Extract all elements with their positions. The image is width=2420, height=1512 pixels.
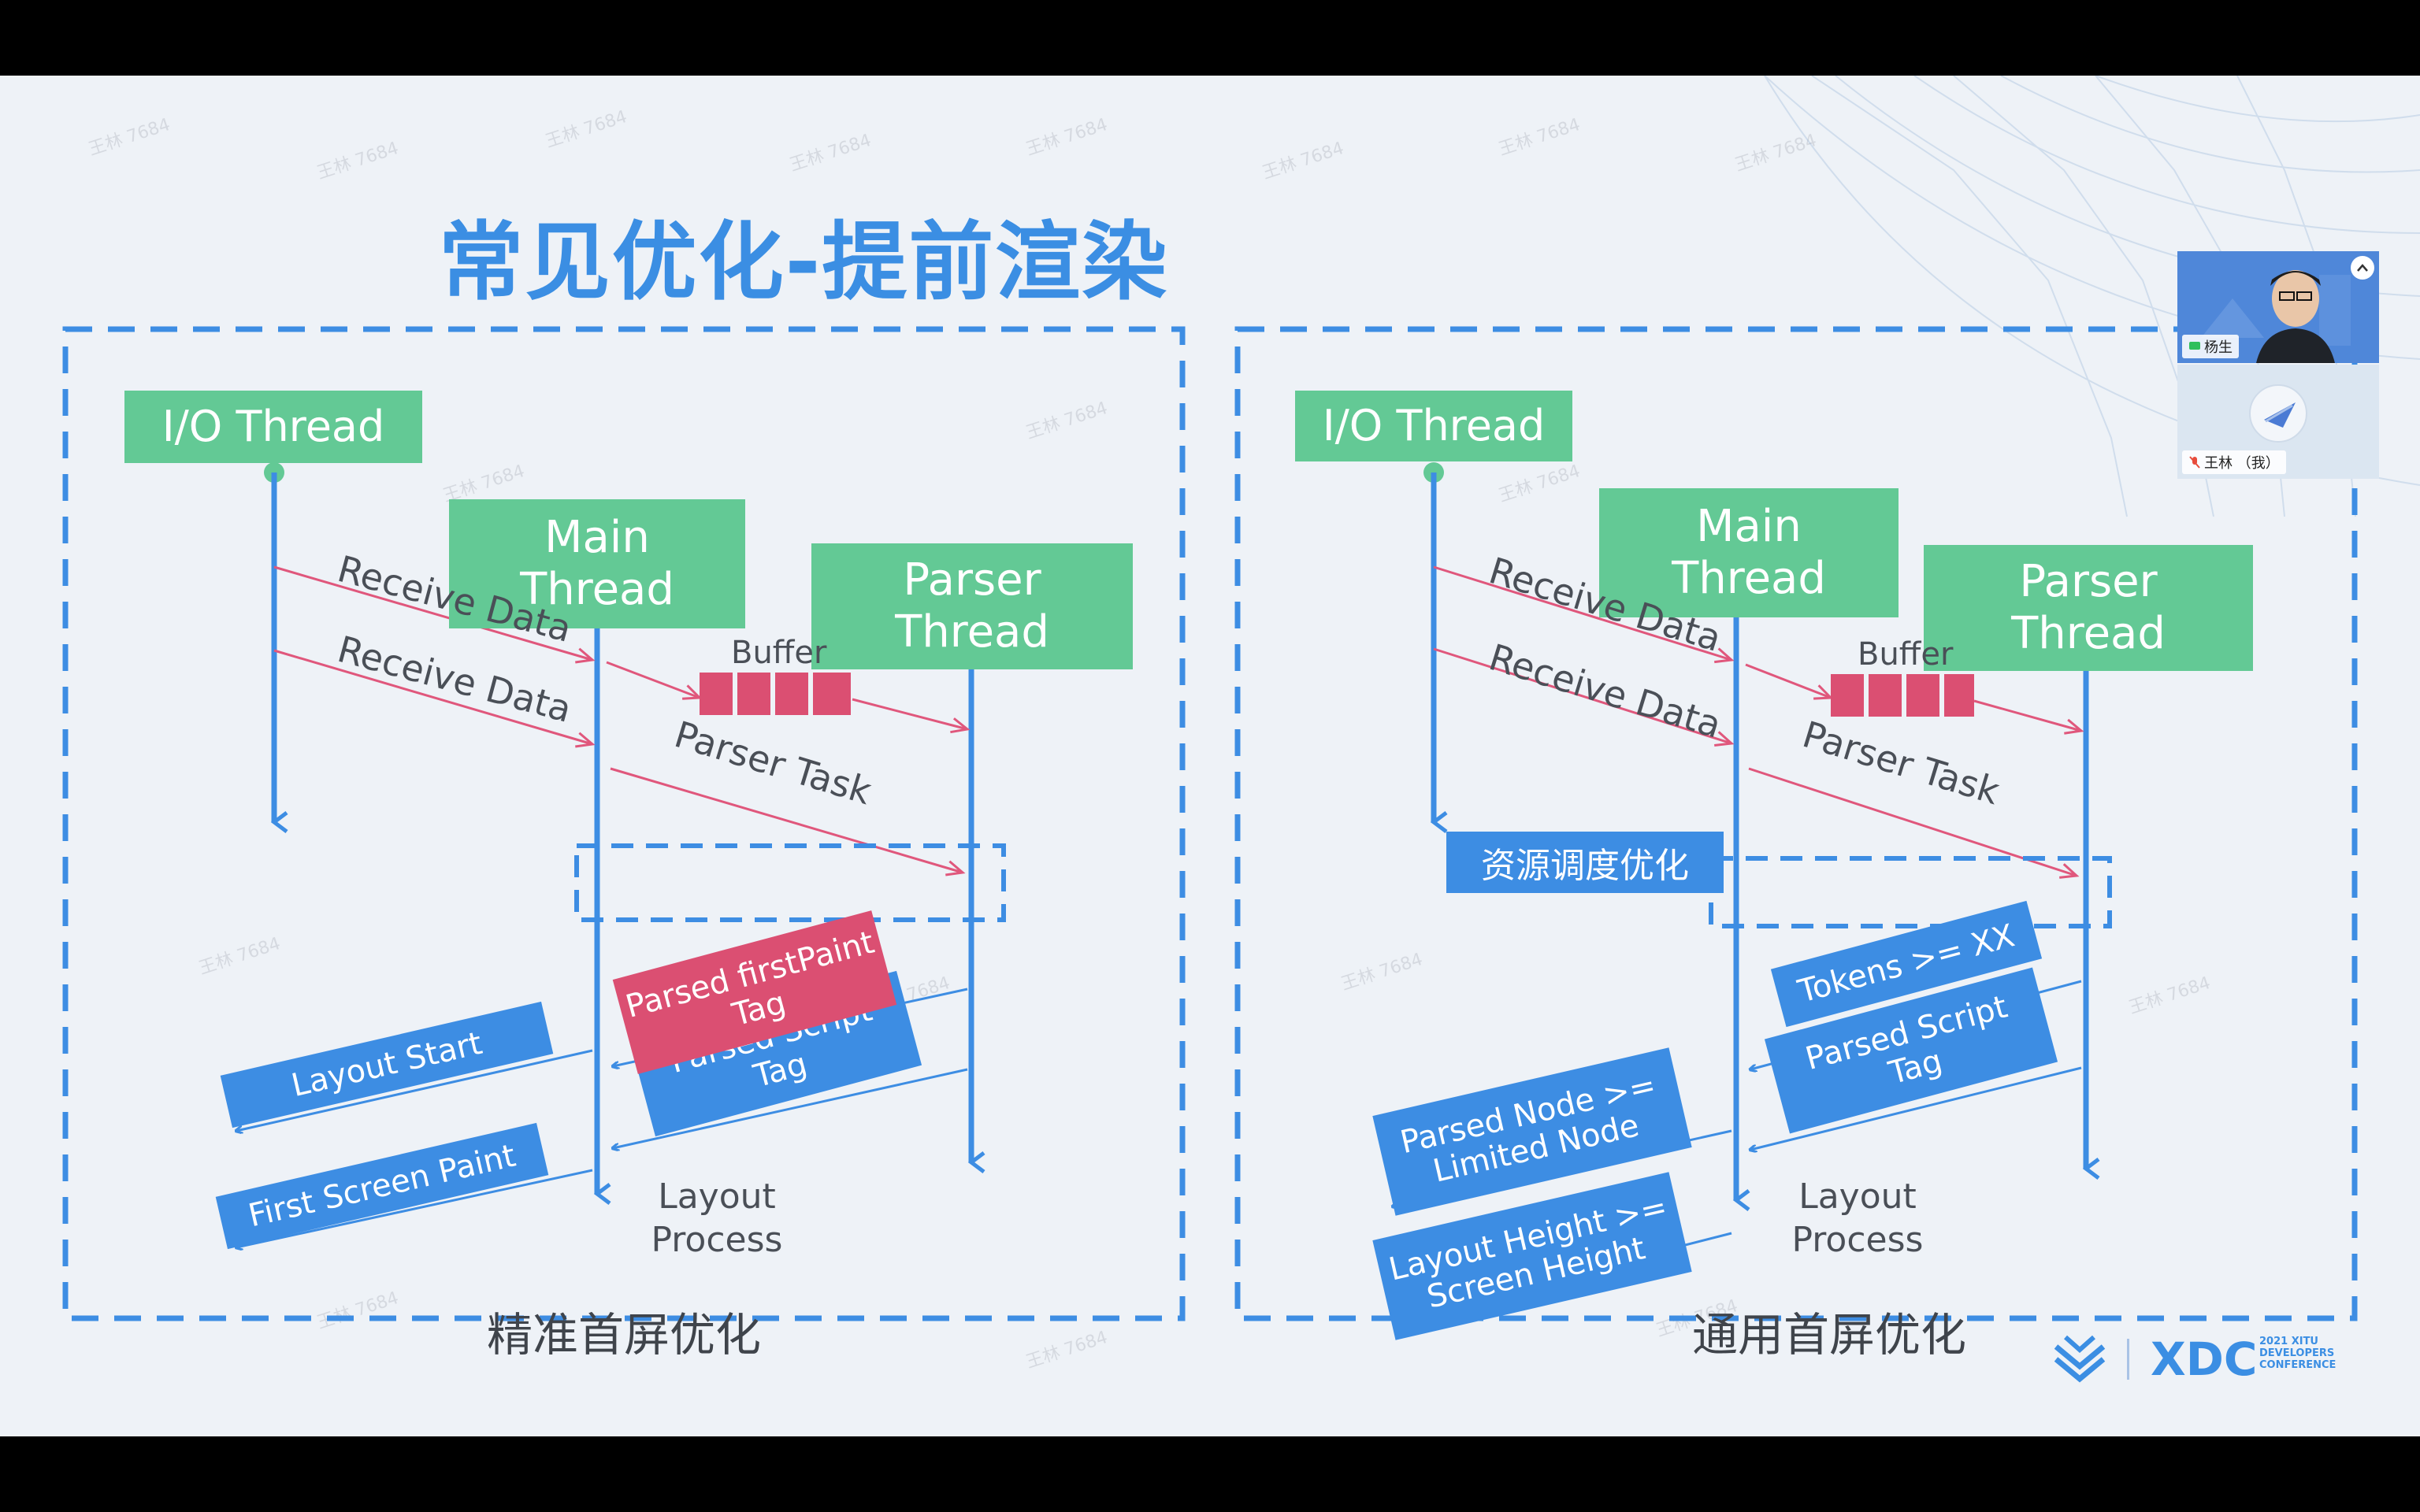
right-main-thread-box: Main Thread	[1599, 488, 1899, 617]
xdc-logo-text: XDC	[2151, 1332, 2258, 1386]
participant-2-name: 王林 （我）	[2204, 455, 2280, 472]
right-io-thread-box: I/O Thread	[1295, 391, 1572, 461]
right-layout-process-label: Layout Process	[1791, 1177, 1924, 1260]
right-parser-thread-box: Parser Thread	[1924, 545, 2253, 671]
left-panel-frame	[62, 326, 1186, 1321]
left-io-thread-box: I/O Thread	[124, 391, 422, 463]
xdc-logo-icon	[2054, 1335, 2106, 1383]
left-parser-thread-box: Parser Thread	[811, 543, 1133, 669]
left-panel-caption: 精准首屏优化	[487, 1308, 762, 1362]
diagram-lines	[62, 326, 2358, 1436]
collapse-video-button[interactable]	[2351, 256, 2374, 280]
left-layout-process-label: Layout Process	[651, 1177, 783, 1260]
participant-2-avatar	[2249, 384, 2307, 443]
chevron-up-icon	[2357, 264, 2368, 272]
right-panel-caption: 通用首屏优化	[1692, 1308, 1967, 1362]
right-buffer-label: Buffer	[1858, 636, 1954, 673]
mic-muted-icon	[2189, 456, 2200, 469]
video-tile-participant-1[interactable]: 杨生	[2177, 251, 2379, 363]
video-tile-participant-2[interactable]: 王林 （我）	[2177, 365, 2379, 479]
right-resource-scheduling-box: 资源调度优化	[1446, 832, 1724, 893]
screen-share-icon	[2189, 342, 2200, 350]
left-main-thread-box: Main Thread	[449, 499, 745, 628]
slide-title: 常见优化-提前渲染	[438, 213, 1169, 312]
slide: 王林 7684 王林 7684 王林 7684 王林 7684 王林 7684 …	[0, 76, 2420, 1436]
participant-1-name: 杨生	[2204, 339, 2233, 356]
left-buffer-label: Buffer	[731, 635, 827, 671]
participant-1-name-tag: 杨生	[2182, 335, 2239, 358]
video-call-panel: 杨生 王林 （我）	[2177, 251, 2379, 479]
participant-2-name-tag: 王林 （我）	[2182, 450, 2286, 474]
xdc-logo-subtitle: 2021 XITU DEVELOPERS CONFERENCE	[2259, 1336, 2336, 1371]
xdc-logo: XDC 2021 XITU DEVELOPERS CONFERENCE	[2048, 1328, 2355, 1391]
right-panel-frame	[1234, 326, 2358, 1321]
participant-avatar	[2177, 251, 2379, 363]
